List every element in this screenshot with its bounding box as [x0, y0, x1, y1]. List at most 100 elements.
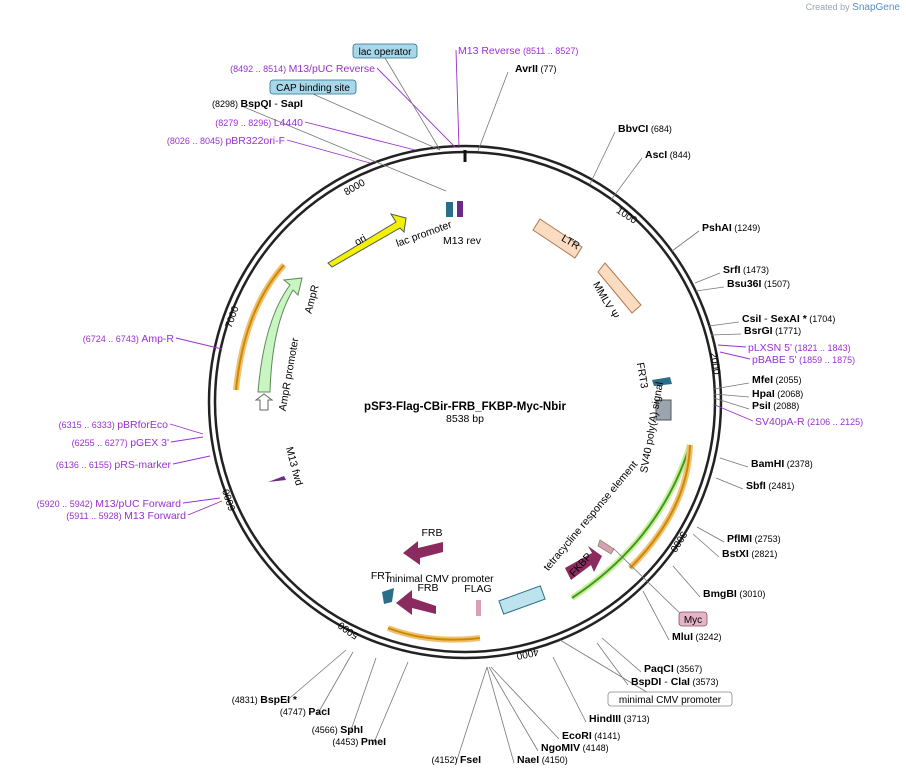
enzyme-leader — [696, 526, 725, 543]
primer-pbrforeco: (6315 .. 6333) pBRforEco — [59, 419, 168, 431]
primer-leader — [172, 455, 211, 465]
credit-text: Created by — [805, 2, 850, 12]
enzyme-leader — [490, 666, 560, 740]
primer-prs-marker: (6136 .. 6155) pRS-marker — [56, 459, 172, 471]
primer-leader — [175, 337, 223, 350]
site-labels: AvrII (77)BbvCI (684)AscI (844)PshAI (12… — [37, 43, 863, 766]
tre-span-line — [571, 444, 691, 599]
enzyme-paci: (4747) PacI — [280, 706, 330, 718]
callout-cap-binding-site: CAP binding site — [276, 83, 350, 94]
m13-rev-shape — [457, 201, 463, 217]
ampr-span-line — [235, 264, 285, 391]
enzyme-mlui: MluI (3242) — [672, 631, 722, 643]
enzyme-leader — [589, 131, 616, 185]
primer-leader — [717, 344, 747, 348]
enzyme-leader — [713, 393, 750, 398]
enzyme-leader — [671, 230, 700, 252]
enzyme-hpai: HpaI (2068) — [752, 388, 803, 400]
fkbp-arrow — [565, 546, 602, 580]
feature-flag: FLAG — [464, 583, 491, 595]
enzyme-ecori: EcoRI (4141) — [562, 730, 620, 742]
callout-box — [607, 691, 733, 707]
primer-m13-reverse: M13 Reverse (8511 .. 8527) — [458, 45, 578, 57]
primer-m13-puc-reverse: (8492 .. 8514) M13/pUC Reverse — [230, 63, 375, 75]
tick-label: 2000 — [707, 352, 722, 376]
primer-m13-forward: (5911 .. 5928) M13 Forward — [66, 510, 186, 522]
primer-leader — [376, 67, 456, 148]
enzyme-leader — [486, 666, 515, 764]
primer-leader — [182, 497, 221, 504]
frt-shape — [382, 588, 394, 604]
primer-sv40pa-r: SV40pA-R (2106 .. 2125) — [755, 416, 863, 428]
primer-leader — [169, 423, 204, 435]
primer-l4440: (8279 .. 8296) L4440 — [215, 117, 303, 129]
myc-tag-shape — [597, 539, 615, 555]
callout-leader — [384, 57, 441, 151]
tick-label: 1000 — [614, 205, 639, 227]
enzyme-bbvci: BbvCI (684) — [618, 123, 672, 135]
enzyme-leader — [672, 565, 701, 598]
callout-box — [269, 79, 357, 95]
primer-pgex-3: (6255 .. 6277) pGEX 3' — [72, 437, 169, 449]
enzyme-leader — [692, 533, 720, 558]
enzyme-avrii: AvrII (77) — [515, 63, 556, 75]
enzyme-leader — [710, 333, 742, 336]
enzyme-pflmi: PflMI (2753) — [727, 533, 781, 545]
enzyme-bspdi: BspDI - ClaI (3573) — [631, 676, 718, 688]
enzyme-psii: PsiI (2088) — [752, 400, 799, 412]
enzyme-asci: AscI (844) — [645, 149, 691, 161]
primer-pbabe-5: pBABE 5' (1859 .. 1875) — [752, 354, 855, 366]
plasmid-length: 8538 bp — [446, 413, 484, 425]
feature-ampr-promoter: AmpR promoter — [277, 336, 302, 412]
ampr-promoter-arrow — [254, 393, 274, 411]
callout-myc: Myc — [684, 615, 702, 626]
enzyme-leader — [715, 477, 744, 490]
callout-lac-operator: lac operator — [359, 47, 412, 58]
enzyme-bspei: (4831) BspEI * — [232, 694, 298, 706]
flag-shape — [476, 600, 481, 616]
feature-frt3: FRT3 — [634, 362, 650, 390]
feature-frb: FRB — [422, 527, 443, 539]
enzyme-leader — [610, 157, 643, 201]
primer-leader — [714, 404, 754, 422]
primer-leader — [304, 121, 416, 151]
callout-box — [352, 43, 418, 59]
primer-m13-puc-forward: (5920 .. 5942) M13/pUC Forward — [37, 498, 181, 510]
ltr-shape — [532, 218, 583, 259]
enzyme-leader — [372, 661, 409, 746]
enzyme-bamhi: BamHI (2378) — [751, 458, 813, 470]
enzyme-leader — [283, 649, 347, 704]
mmlv-shape — [597, 262, 642, 314]
primer-amp-r: (6724 .. 6743) Amp-R — [83, 333, 175, 345]
callout-box — [678, 611, 708, 627]
enzyme-paqci: PaqCI (3567) — [644, 663, 702, 675]
enzyme-mfei: MfeI (2055) — [752, 374, 802, 386]
primer-pbr322ori-f: (8026 .. 8045) pBR322ori-F — [167, 135, 285, 147]
enzyme-leader — [642, 590, 670, 641]
primer-leader — [170, 436, 204, 443]
enzyme-srfi: SrfI (1473) — [723, 264, 769, 276]
tre-shape — [498, 585, 546, 615]
callout-leader — [312, 93, 441, 151]
primer-leader — [455, 49, 460, 149]
enzyme-leader — [552, 656, 587, 723]
enzyme-leader — [488, 666, 539, 752]
enzyme-leader — [708, 321, 740, 327]
enzyme-leader — [316, 651, 354, 716]
tick-label: 8000 — [342, 177, 367, 198]
ori-arrow — [327, 213, 407, 268]
enzyme-bstxi: BstXI (2821) — [722, 548, 777, 560]
frt3-shape — [652, 377, 672, 386]
feature-m13-rev: M13 rev — [443, 235, 482, 247]
feature-m13-fwd: M13 fwd — [283, 446, 305, 488]
enzyme-hindiii: HindIII (3713) — [589, 713, 650, 725]
feature-frb: FRB — [418, 582, 439, 594]
enzyme-leader — [243, 106, 447, 192]
enzyme-naei: NaeI (4150) — [517, 754, 568, 766]
feature-ampr: AmpR — [303, 283, 322, 315]
snapgene-credit: Created by SnapGene — [806, 2, 900, 13]
enzyme-bsu36i: Bsu36I (1507) — [727, 278, 790, 290]
m13-fwd-shape — [268, 476, 286, 482]
enzyme-leader — [601, 637, 642, 673]
enzyme-sbfi: SbfI (2481) — [746, 480, 794, 492]
